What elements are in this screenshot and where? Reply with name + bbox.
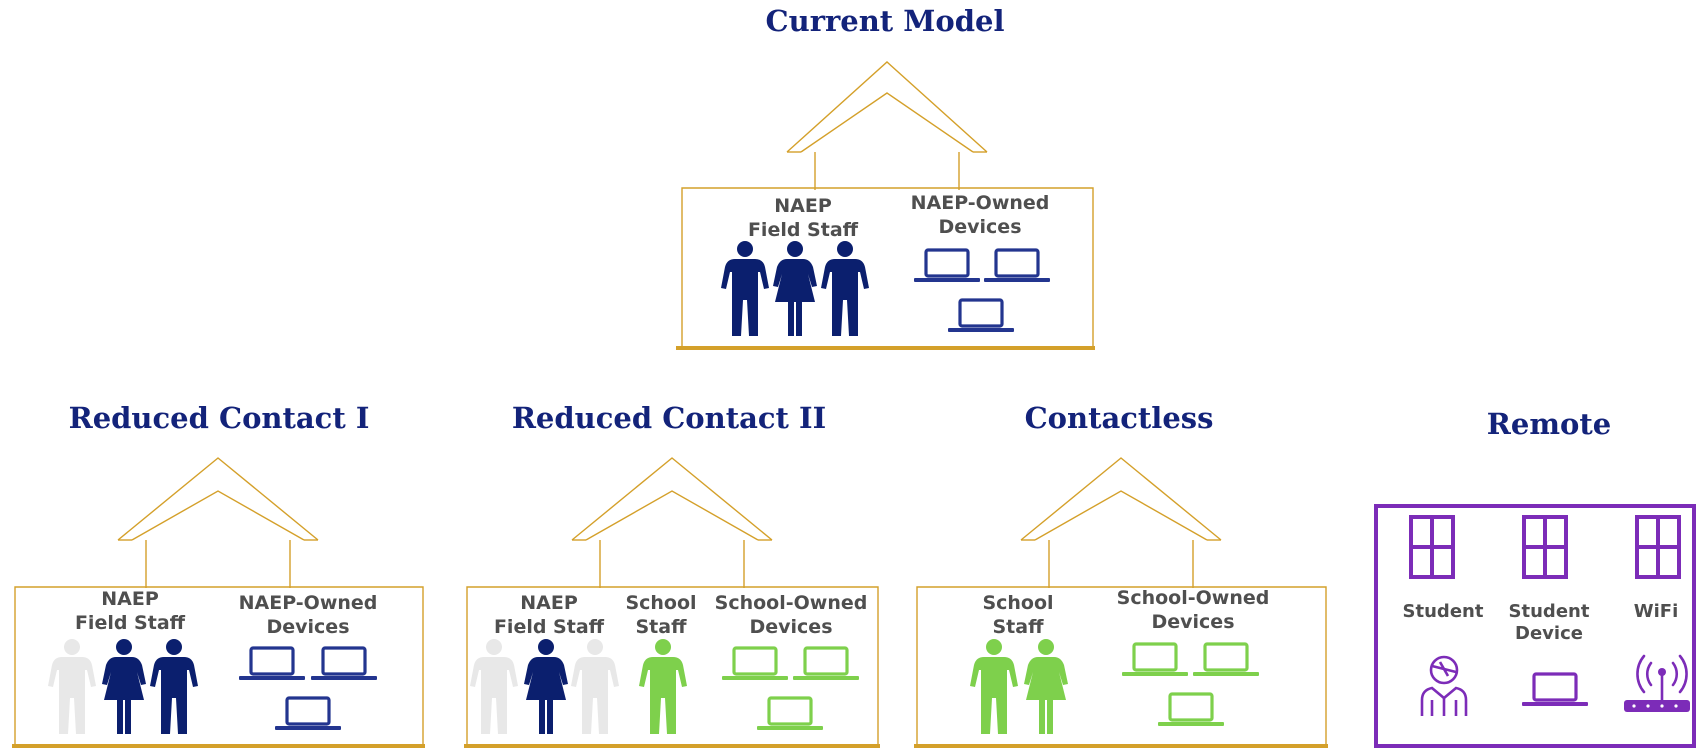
school-laptop-icon [720, 646, 790, 682]
student-laptop-icon [1520, 672, 1590, 708]
contactless-school-staff-label: School Staff [982, 592, 1054, 638]
faded-staff-icon [571, 639, 619, 734]
faded-staff-icon [470, 639, 518, 734]
school-laptop-icon [1120, 642, 1190, 678]
rc2-staff-label: NAEP Field Staff [493, 592, 605, 638]
naep-staff-woman-icon [524, 639, 568, 734]
school-staff-man-icon [639, 639, 687, 734]
naep-laptop-icon [309, 646, 379, 682]
remote-wifi-label: WiFi [1633, 601, 1679, 622]
current-model-devices-label: NAEP-Owned Devices [910, 192, 1050, 238]
naep-laptop-icon [982, 248, 1052, 284]
rc2-devices-label: School-Owned Devices [714, 592, 868, 638]
school-laptop-icon [791, 646, 861, 682]
wifi-router-icon [1624, 654, 1690, 712]
faded-staff-icon [48, 639, 96, 734]
school-laptop-icon [1191, 642, 1261, 678]
house-contactless [914, 457, 1328, 748]
school-staff-man-icon [970, 639, 1018, 734]
naep-laptop-icon [946, 298, 1016, 334]
contactless-devices-label: School-Owned Devices [1116, 587, 1270, 633]
student-icon [1420, 655, 1468, 716]
house-current-model [676, 61, 1095, 350]
house-reduced-contact-2 [464, 457, 880, 748]
window-icon [1635, 515, 1681, 579]
current-model-title: Current Model [765, 4, 1005, 38]
rc1-staff-label: NAEP Field Staff [74, 588, 186, 634]
school-laptop-icon [1156, 692, 1226, 728]
school-staff-woman-icon [1024, 639, 1068, 734]
contactless-title: Contactless [1024, 401, 1214, 435]
rc2-school-staff-label: School Staff [625, 592, 697, 638]
remote-student-device-label: Student Device [1508, 601, 1590, 644]
rc1-devices-label: NAEP-Owned Devices [238, 592, 378, 638]
naep-staff-man-icon [821, 241, 869, 336]
reduced-contact-1-title: Reduced Contact I [68, 401, 370, 435]
naep-staff-woman-icon [773, 241, 817, 336]
naep-laptop-icon [912, 248, 982, 284]
naep-laptop-icon [273, 696, 343, 732]
naep-staff-man-icon [150, 639, 198, 734]
remote-student-label: Student [1402, 601, 1484, 622]
naep-staff-woman-icon [102, 639, 146, 734]
naep-laptop-icon [237, 646, 307, 682]
house-reduced-contact-1 [12, 457, 425, 748]
remote-frame [1374, 504, 1696, 748]
reduced-contact-2-title: Reduced Contact II [511, 401, 827, 435]
school-laptop-icon [755, 696, 825, 732]
window-icon [1409, 515, 1455, 579]
current-model-staff-label: NAEP Field Staff [747, 195, 859, 241]
naep-staff-man-icon [721, 241, 769, 336]
remote-title: Remote [1486, 407, 1612, 441]
window-icon [1522, 515, 1568, 579]
